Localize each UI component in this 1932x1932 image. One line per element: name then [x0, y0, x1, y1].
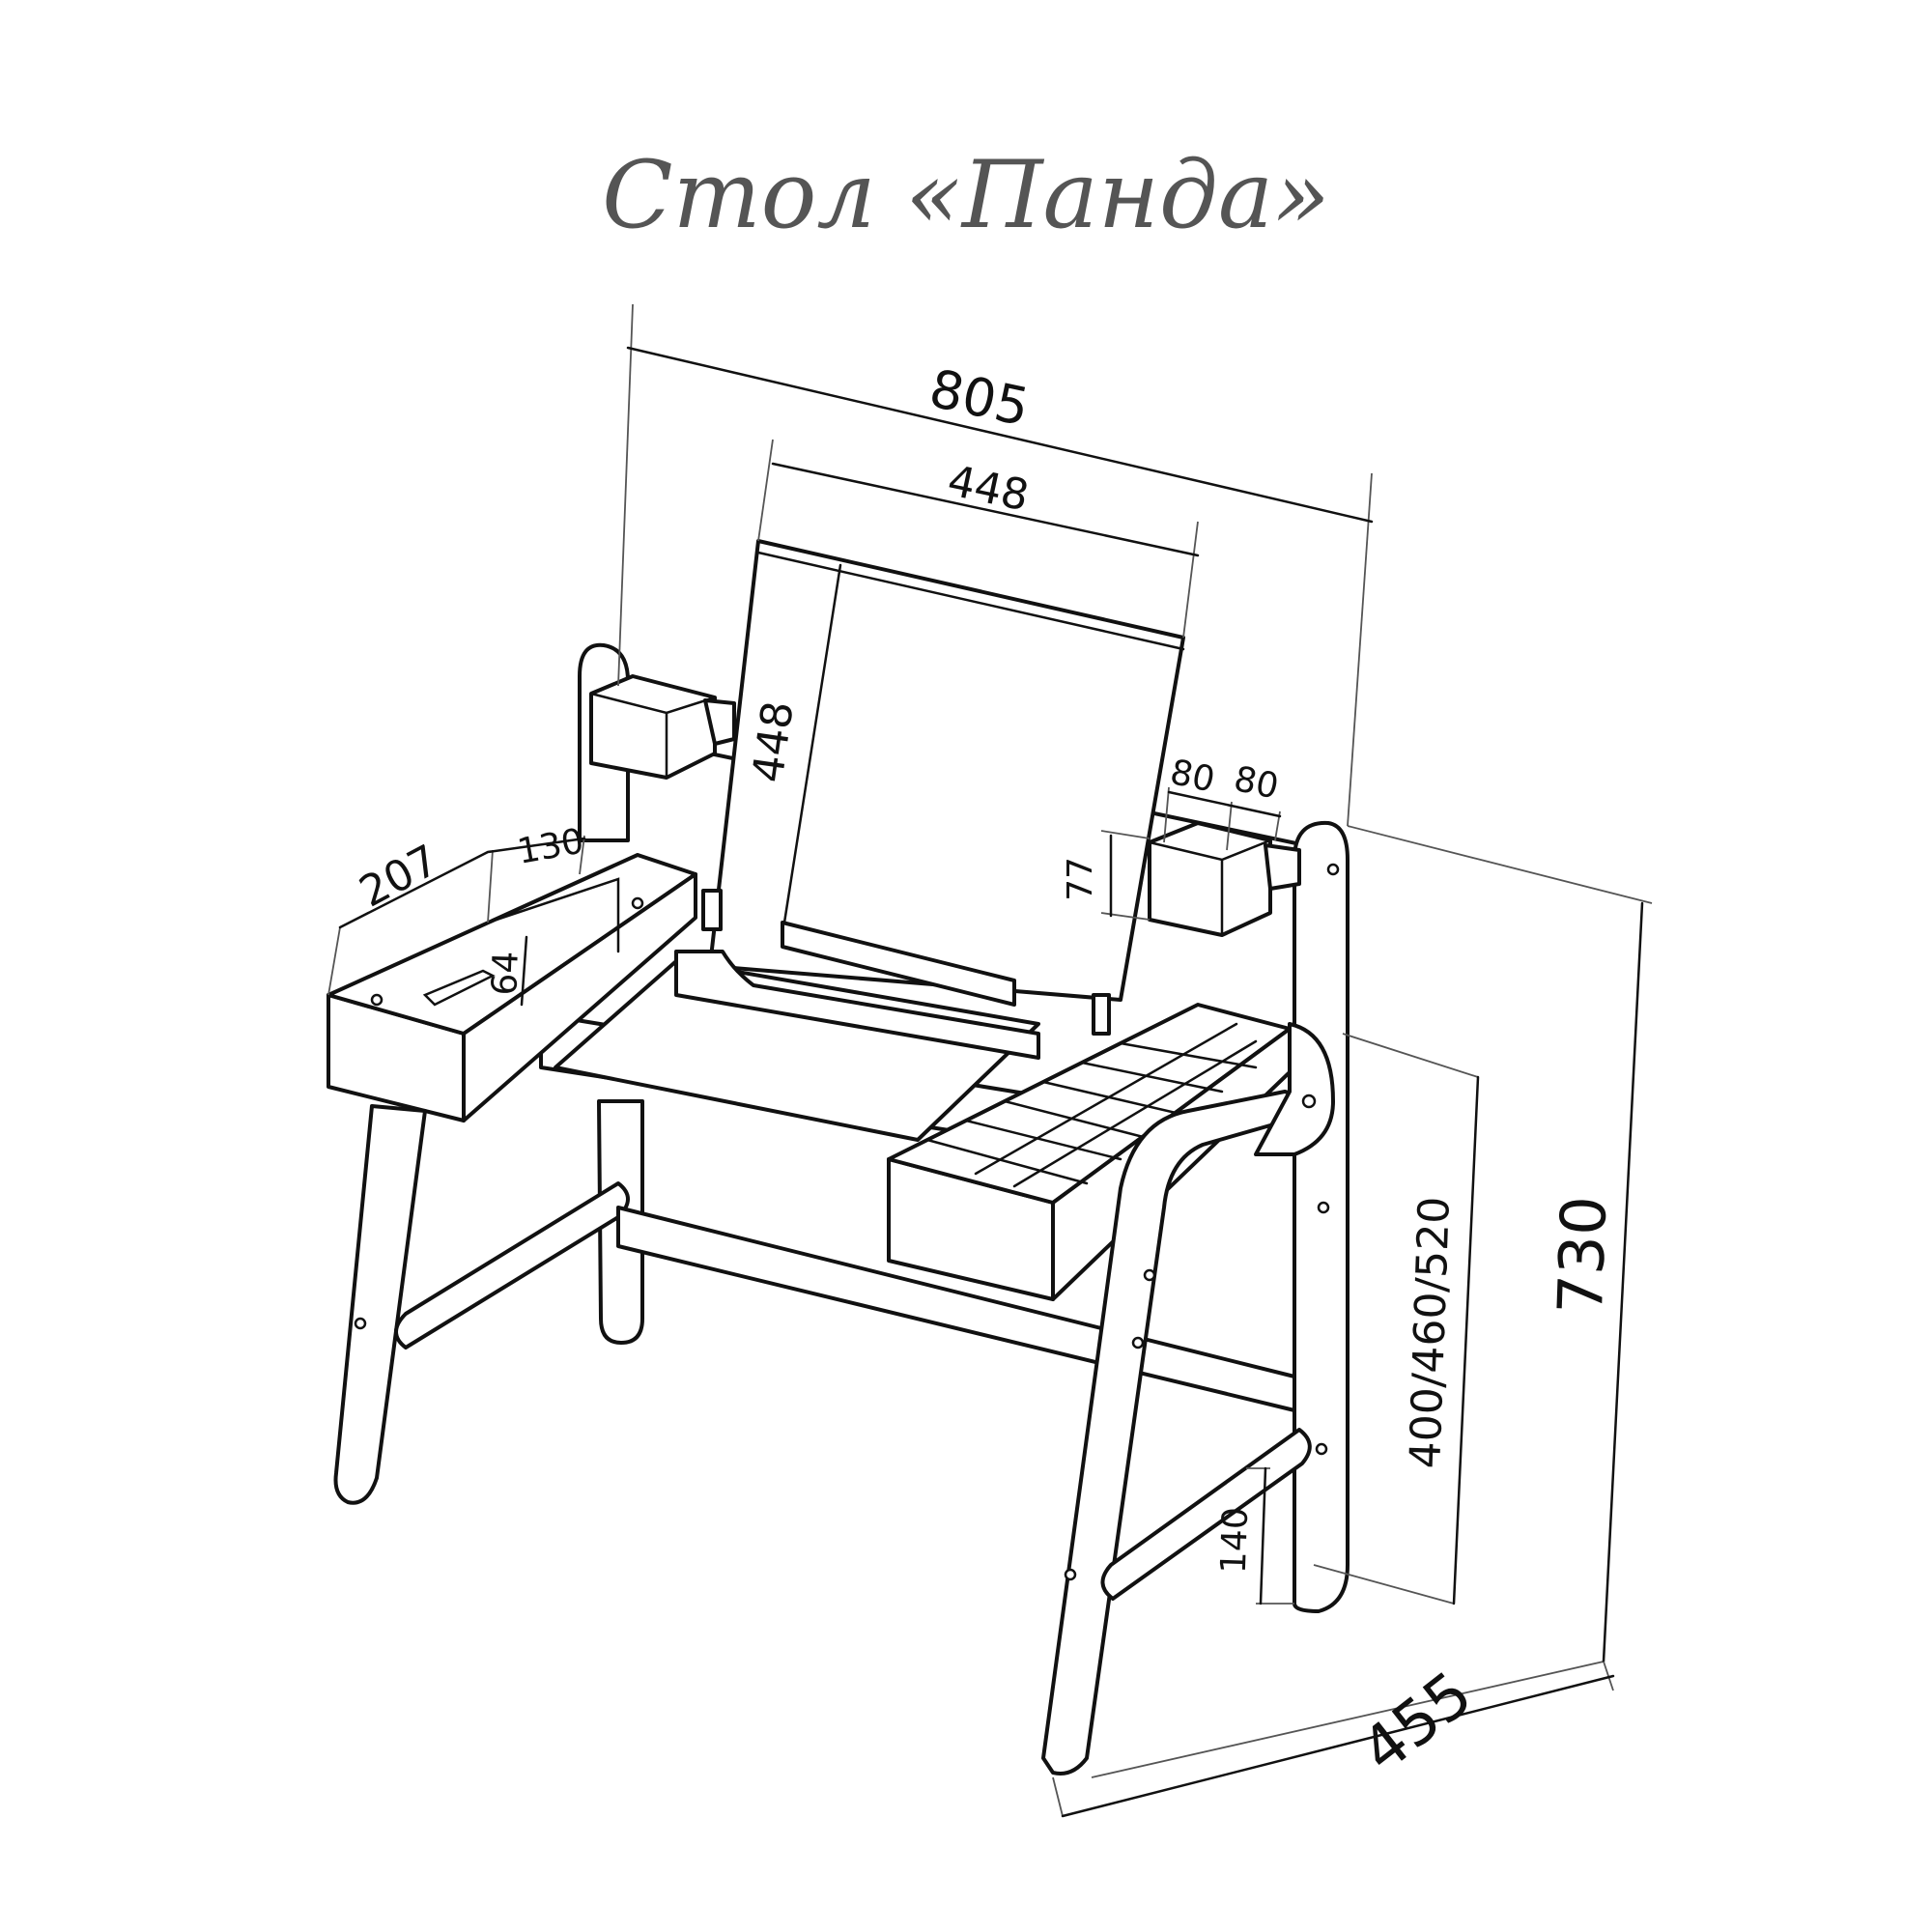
hinge — [1092, 993, 1111, 1036]
dim-table-height: 730 — [1546, 1195, 1621, 1316]
dim-cup-width-a: 80 — [1167, 753, 1218, 801]
diagram-title: Стол «Панда» — [602, 141, 1330, 249]
left-cup-holder — [589, 674, 736, 780]
left-tray-box — [327, 853, 697, 1122]
dim-left-box-depth: 130 — [515, 822, 587, 872]
dim-seat-heights: 400/460/520 — [1401, 1196, 1460, 1469]
post-hole — [1317, 1201, 1330, 1214]
right-cup-holder — [1148, 821, 1301, 937]
dimension-labels: 805 448 448 80 80 77 207 130 64 730 400/… — [352, 357, 1621, 1787]
post-hole — [1315, 1442, 1328, 1456]
board-edge — [756, 551, 1185, 651]
dim-left-box-height: 64 — [485, 951, 526, 996]
dim-cup-height: 77 — [1061, 857, 1100, 901]
left-crossbar — [394, 1181, 630, 1350]
right-crossbar — [1100, 1428, 1312, 1601]
desk-illustration — [327, 539, 1350, 1776]
dim-depth: 455 — [1349, 1659, 1486, 1788]
tabletop-panel — [554, 959, 1040, 1142]
dim-crossbar-height: 140 — [1214, 1507, 1256, 1575]
dim-left-box-length: 207 — [352, 836, 446, 917]
left-front-leg — [333, 1104, 427, 1505]
hinge — [701, 889, 723, 931]
reading-board — [708, 539, 1185, 1002]
tabletop-back-rail — [674, 950, 1040, 1060]
dim-total-width: 805 — [924, 357, 1035, 438]
post-hole — [1326, 863, 1340, 876]
book-stop — [781, 921, 1016, 1007]
dimension-lines — [327, 303, 1653, 1818]
right-back-post — [1293, 820, 1350, 1613]
dim-board-height: 448 — [744, 698, 804, 785]
side-joint — [1254, 1022, 1335, 1156]
dim-cup-width-b: 80 — [1231, 759, 1282, 808]
dim-board-width: 448 — [944, 456, 1034, 521]
